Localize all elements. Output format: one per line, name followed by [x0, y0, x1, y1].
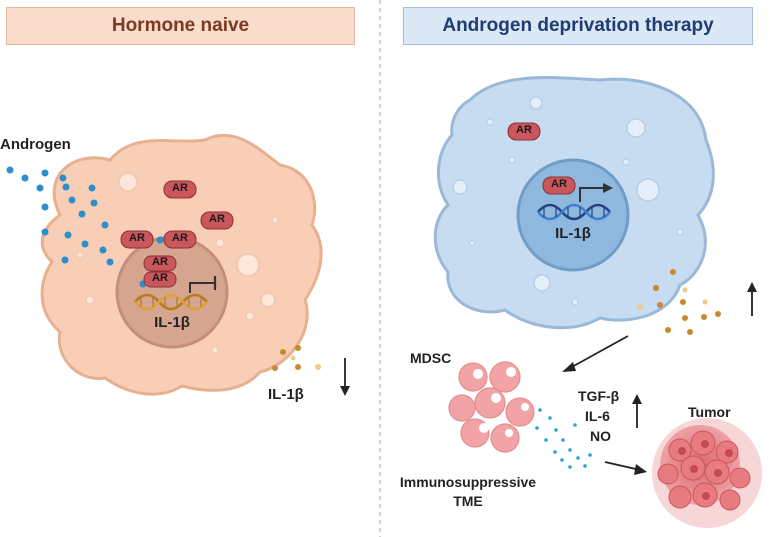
- left-cytokines: [272, 345, 301, 371]
- panel-title-hormone-naive: Hormone naive: [6, 7, 355, 45]
- il1b-gene-label: IL-1β: [555, 225, 591, 242]
- androgen-label: Androgen: [0, 136, 71, 153]
- right-ar-badges: [507, 122, 576, 195]
- il1b-up-arrow: [747, 282, 757, 316]
- il1b-secreted-label: IL-1β: [268, 386, 304, 403]
- arrow-to-mdsc: [562, 335, 629, 372]
- androgen-molecules: [6, 166, 164, 288]
- mdsc-label: MDSC: [410, 350, 452, 366]
- il1b-gene-label: IL-1β: [154, 314, 190, 331]
- right-nucleus: [516, 158, 630, 272]
- tme-label-line1: Immunosuppressive: [399, 474, 537, 490]
- il1b-down-arrow: [340, 358, 350, 396]
- ar-label: AR: [209, 213, 225, 225]
- ar-label: AR: [152, 256, 168, 268]
- ar-label: AR: [172, 232, 188, 244]
- tme-label-line2: TME: [453, 493, 483, 509]
- mdsc-cluster: [448, 361, 535, 453]
- immunosuppressive-factors: [535, 408, 592, 469]
- cytokine-up-arrow: [632, 394, 642, 428]
- il6-label: IL-6: [585, 408, 610, 424]
- left-cell: [40, 133, 323, 396]
- left-ar-badges: [120, 180, 234, 288]
- panel-title-adt: Androgen deprivation therapy: [403, 7, 753, 45]
- right-cytokines: [637, 269, 721, 335]
- ar-label: AR: [129, 232, 145, 244]
- ar-label: AR: [152, 272, 168, 284]
- right-dna: [537, 203, 611, 221]
- arrow-to-tumor: [604, 461, 647, 475]
- left-dna: [134, 293, 208, 311]
- tumor-mass: [652, 418, 762, 528]
- ar-label: AR: [551, 178, 567, 190]
- tgf-beta-label: TGF-β: [578, 388, 620, 404]
- tumor-label: Tumor: [688, 404, 731, 420]
- right-cell: [433, 76, 715, 330]
- no-label: NO: [590, 428, 611, 444]
- repression-mark: [189, 282, 215, 293]
- activation-mark: [579, 187, 605, 202]
- ar-label: AR: [172, 182, 188, 194]
- ar-label: AR: [516, 124, 532, 136]
